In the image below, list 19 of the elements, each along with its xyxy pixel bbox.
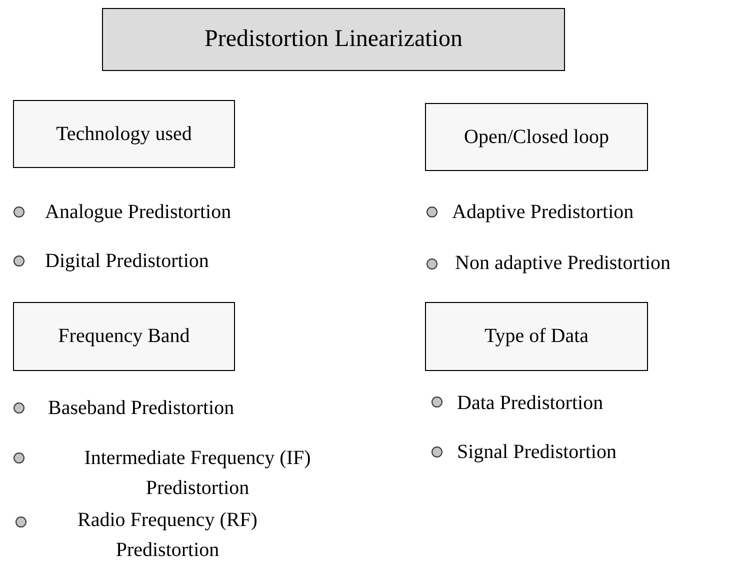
title-box [102,8,565,71]
box-title: Predistortion Linearization [204,26,462,53]
category-box [13,100,235,168]
list-item-text: Radio Frequency (RF) Predistortion [76,508,258,563]
list-item-text: Digital Predistortion [45,249,209,274]
list-item-text: Data Predistortion [457,391,604,416]
list-item-text: Intermediate Frequency (IF) Predistortion [83,446,312,501]
box-title: Technology used [56,122,192,146]
list-item-text: Analogue Predistortion [45,200,232,225]
box-title: Type of Data [484,325,589,348]
category-box [425,103,648,171]
list-item-text: Adaptive Predistortion [452,200,634,225]
box-title: Open/Closed loop [464,126,609,148]
list-item-text: Baseband Predistortion [48,396,234,421]
list-item-text: Non adaptive Predistortion [455,251,671,276]
list-item-text: Signal Predistortion [457,440,616,465]
category-box [13,302,235,371]
box-title: Frequency Band [58,325,190,348]
category-box [425,302,648,371]
